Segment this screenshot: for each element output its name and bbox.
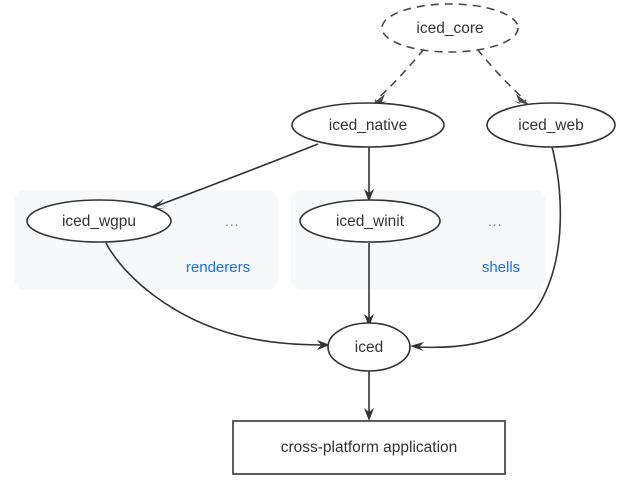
node-iced-label: iced bbox=[355, 339, 383, 356]
node-iced-native-label: iced_native bbox=[329, 117, 407, 134]
edge-iced-core-to-iced-web bbox=[476, 48, 530, 105]
node-iced-wgpu-shape[interactable] bbox=[26, 199, 172, 243]
node-iced-wgpu-label: iced_wgpu bbox=[62, 213, 136, 230]
node-cross-platform-application[interactable]: cross-platform application bbox=[232, 420, 506, 475]
group-shells-ellipsis: ... bbox=[488, 213, 502, 230]
node-iced-core-label: iced_core bbox=[416, 20, 483, 37]
edge-iced-web-to-iced bbox=[410, 146, 562, 351]
edge-iced-wgpu-to-iced bbox=[105, 242, 330, 350]
node-iced-core[interactable]: iced_core bbox=[381, 3, 519, 53]
node-iced-native[interactable]: iced_native bbox=[291, 102, 445, 148]
node-iced[interactable]: iced bbox=[327, 322, 411, 372]
node-iced-winit-shape[interactable] bbox=[299, 199, 441, 243]
edge-iced-to-app bbox=[364, 371, 374, 421]
node-iced-native-shape[interactable] bbox=[291, 102, 445, 148]
group-shells-label: shells bbox=[482, 259, 520, 276]
edge-iced-native-to-iced-winit bbox=[364, 146, 374, 202]
edge-iced-core-to-iced-native bbox=[371, 48, 425, 105]
group-renderers-ellipsis: ... bbox=[225, 213, 239, 230]
node-iced-shape[interactable] bbox=[327, 322, 411, 372]
node-iced-wgpu[interactable]: iced_wgpu bbox=[26, 199, 172, 243]
edge-iced-winit-to-iced bbox=[364, 243, 374, 327]
node-iced-winit-label: iced_winit bbox=[336, 213, 405, 230]
node-iced-winit[interactable]: iced_winit bbox=[299, 199, 441, 243]
node-cross-platform-application-label: cross-platform application bbox=[281, 439, 458, 456]
node-iced-core-shape[interactable] bbox=[381, 3, 519, 53]
node-iced-web-label: iced_web bbox=[518, 117, 584, 134]
node-iced-web-shape[interactable] bbox=[486, 102, 616, 148]
group-renderers-label: renderers bbox=[186, 259, 250, 276]
node-cross-platform-application-shape[interactable] bbox=[232, 420, 506, 475]
node-iced-web[interactable]: iced_web bbox=[486, 102, 616, 148]
